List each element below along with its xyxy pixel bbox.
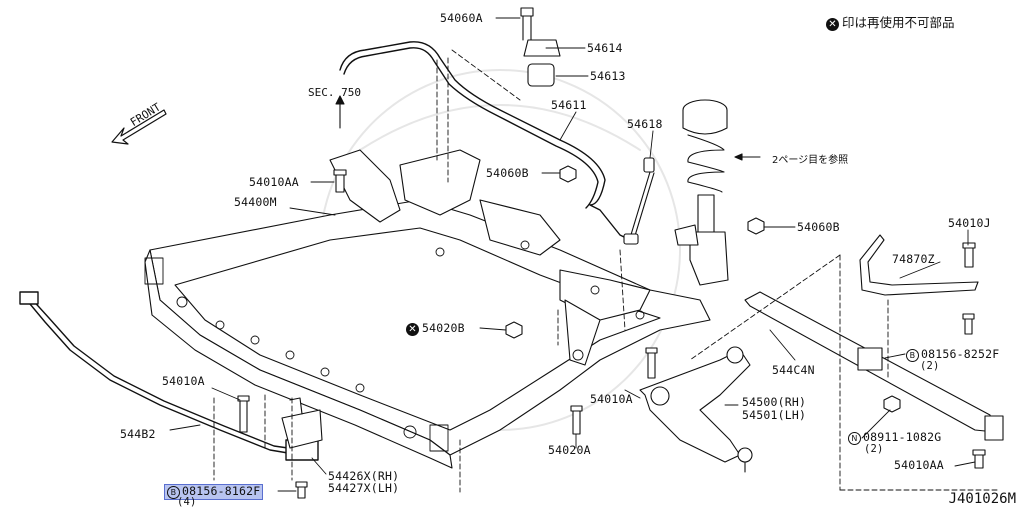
label-08156-8252f-qty: (2) [920, 360, 940, 372]
fasteners [237, 165, 986, 499]
stabilizer-bar-54611 [339, 41, 631, 241]
label-74870z: 74870Z [892, 252, 935, 266]
bushing-bracket [520, 7, 561, 87]
label-08156-8162f-qty: (4) [177, 496, 197, 508]
nut-marker-icon: N [848, 432, 861, 445]
label-54500-rh: 54500(RH) [742, 395, 807, 409]
bolt-marker-icon: B [167, 486, 180, 499]
label-544c4n: 544C4N [772, 363, 815, 377]
stabilizer-bar-544b2 [19, 291, 319, 461]
label-54060b-strut: 54060B [797, 220, 840, 234]
part-number: 08156-8162F [182, 484, 261, 498]
label-54060a: 54060A [440, 11, 483, 25]
lower-link-54500 [639, 346, 753, 473]
figure-id: J401026M [948, 491, 1016, 507]
label-54618: 54618 [627, 117, 663, 131]
label-54020b: ✕54020B [406, 322, 465, 336]
section-ref-label: SEC. 750 [308, 86, 361, 99]
subframe-holes [144, 240, 645, 452]
label-54010aa-lower: 54010AA [894, 458, 944, 472]
not-reusable-icon: ✕ [826, 18, 839, 31]
label-54010a-left: 54010A [162, 374, 205, 388]
legend-not-reusable: ✕印は再使用不可部品 [826, 12, 955, 31]
label-54614: 54614 [587, 41, 623, 55]
dashed-reference-lines [213, 49, 1001, 493]
front-arrow [111, 109, 167, 145]
bracket-74870z [859, 234, 979, 296]
stabilizer-link-54618 [623, 157, 655, 245]
brace-544c4n [744, 291, 1004, 441]
label-54611: 54611 [551, 98, 587, 112]
label-544b2: 544B2 [120, 427, 156, 441]
not-reusable-icon: ✕ [406, 323, 419, 336]
label-54010j: 54010J [948, 216, 991, 230]
subframe-54400m [144, 149, 711, 469]
label-54426x-rh: 54426X(RH) [328, 469, 400, 483]
label-54010a-center: 54010A [590, 392, 633, 406]
legend-text: 印は再使用不可部品 [842, 15, 955, 30]
label-54501-lh: 54501(LH) [742, 408, 807, 422]
leader-lines [169, 17, 976, 492]
label-54427x-lh: 54427X(LH) [328, 481, 400, 495]
label-54020a: 54020A [548, 443, 591, 457]
label-54400m: 54400M [234, 195, 277, 209]
label-54010aa-upper: 54010AA [249, 175, 299, 189]
label-54613: 54613 [590, 69, 626, 83]
strut-assembly [674, 99, 729, 286]
part-number: 08156-8252F [921, 347, 1000, 361]
label-54060b-upper: 54060B [486, 166, 529, 180]
part-number: 08911-1082G [863, 430, 942, 444]
bolt-marker-icon: B [906, 349, 919, 362]
label-08911-1082g-qty: (2) [864, 443, 884, 455]
page-ref-label: 2ページ目を参照 [772, 155, 849, 166]
part-number: 54020B [422, 321, 465, 335]
